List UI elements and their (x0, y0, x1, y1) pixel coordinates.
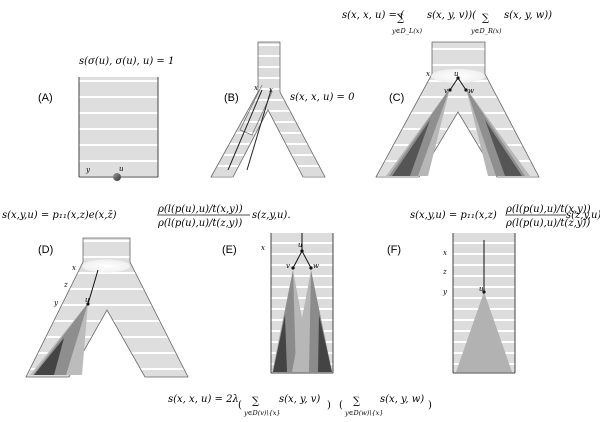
panel-e-cone-left-inner (273, 315, 287, 372)
bottom-sum2-symbol: ∑ (353, 396, 361, 407)
panel-b-x1-label: x (254, 84, 258, 92)
panel-b-formula: s(x, x, u) = 0 (290, 92, 355, 103)
panel-f-formula-lhs: s(x,y,u) = p₁₁(x,z) (410, 210, 497, 221)
panel-f-z-label: z (442, 268, 447, 276)
panel-d-cone-inner (34, 338, 64, 375)
panel-a-formula: s(σ(u), σ(u), u) = 1 (79, 56, 174, 67)
panel-c-node-u (456, 76, 460, 80)
panel-c-x-label: x (426, 70, 430, 78)
panel-f-node-u (482, 290, 486, 294)
panel-d-halo (82, 259, 130, 273)
panel-e-cone-right-inner (318, 315, 332, 372)
panel-f-x-label: x (443, 249, 447, 257)
bottom-paren-open-1: ( (238, 400, 242, 411)
panel-e-node-w (309, 266, 313, 270)
panel-c: (C) s(x, x, u) = ( ∑ y∈D_L(x) s(x, y, v)… (342, 10, 552, 178)
panel-c-edge-uw (457, 77, 467, 91)
panel-f: (F) u x z y (387, 233, 516, 374)
bottom-formula-lhs: s(x, x, u) = 2λ (168, 394, 239, 405)
panel-e-label: (E) (222, 244, 237, 256)
panel-b: (B) s(x, x, u) = 0 x x (210, 41, 355, 178)
bottom-paren-open-2: ( (339, 400, 343, 411)
panel-c-cone-left-inner (392, 120, 430, 176)
panel-c-cone-left-mid (389, 88, 450, 176)
panel-e-cone-right-mid (309, 270, 332, 372)
panel-f-frac-den: ρ(l(p(u),u)/t(z,y)) (505, 218, 590, 229)
bottom-paren-close-1: ) (327, 400, 331, 411)
panel-c-halo (431, 69, 485, 83)
panel-e-w-label: w (313, 262, 319, 270)
panel-f-frac-num: ρ(l(p(u),u)/t(x,y)) (505, 204, 591, 215)
panel-e-v-label: v (286, 262, 290, 270)
panel-d-label: (D) (38, 244, 53, 256)
panel-c-sum2-sub: y∈D_R(x) (470, 27, 502, 35)
panel-c-sum1-symbol: ∑ (397, 13, 405, 24)
panel-c-sum1-sub: y∈D_L(x) (391, 27, 422, 35)
panel-d-frac-num: ρ(l(p(u),u)/t(x,y)) (157, 204, 243, 215)
panel-d: (D) u x z y (25, 237, 189, 378)
bottom-sum2-body: s(x, y, w) (380, 394, 424, 405)
panel-c-sum1-body: s(x, y, v))( (427, 10, 477, 21)
panel-d-formula-lhs: s(x,y,u) = p₁₁(x,z)e(x,z̄) (2, 210, 117, 221)
panel-a-y-label: y (85, 166, 91, 174)
panel-b-lineage-2 (246, 89, 272, 171)
panel-c-formula-lhs: s(x, x, u) = ( (342, 10, 405, 21)
panel-a-label: (A) (38, 92, 53, 104)
panel-d-cone-outer (30, 303, 88, 375)
panel-b-x2-label: x (269, 86, 273, 94)
panel-d-y-label: y (53, 299, 59, 307)
panel-f-cone (456, 292, 512, 372)
panel-e-edge-uw (301, 250, 312, 269)
panel-d-node-u (86, 302, 90, 306)
panel-b-inner-branch (239, 84, 273, 136)
panel-c-edge-uv (449, 77, 459, 91)
panel-d-u-label: u (85, 296, 90, 304)
panel-d-lineage (87, 269, 99, 305)
panel-d-frac-den: ρ(l(p(u),u)/t(z,y)) (157, 218, 242, 229)
panel-c-v-label: v (444, 87, 448, 95)
bottom-sum1-body: s(x, y, v) (279, 394, 320, 405)
bottom-formula: s(x, x, u) = 2λ ( ∑ y∈D(v)\{x} s(x, y, v… (168, 394, 432, 417)
panel-c-node-w (464, 88, 468, 92)
panel-d-formula-rhs: s(z,y,u). (252, 210, 291, 221)
panel-c-label: (C) (389, 92, 404, 104)
panel-c-cone-right-mid (466, 88, 525, 176)
panel-a-tube (79, 77, 158, 177)
panel-e-x-label: x (261, 244, 265, 252)
panel-d-x-label: x (72, 264, 76, 272)
panel-c-u-label: u (454, 70, 459, 78)
panel-f-y-label: y (442, 288, 448, 296)
panel-c-node-v (448, 88, 452, 92)
panel-c-cone-right-outer (466, 88, 530, 176)
panel-c-w-label: w (468, 87, 474, 95)
panel-c-sum2-body: s(x, y, w)) (504, 10, 552, 21)
panel-b-label: (B) (224, 92, 239, 104)
panel-d-formula: s(x,y,u) = p₁₁(x,z)e(x,z̄) ρ(l(p(u),u)/t… (2, 204, 291, 229)
panel-a-u-label: u (119, 165, 124, 173)
bottom-paren-close-2: ) (428, 400, 432, 411)
bottom-sum2-sub: y∈D(w)\{x} (344, 409, 383, 417)
panel-a-ball (113, 173, 121, 181)
panel-e-node-v (291, 266, 295, 270)
panel-c-cone-left-outer (386, 88, 450, 176)
bottom-sum1-symbol: ∑ (252, 396, 260, 407)
panel-d-cone-mid (33, 303, 88, 375)
panel-d-z-label: z (63, 281, 68, 289)
panel-f-formula: s(x,y,u) = p₁₁(x,z) ρ(l(p(u),u)/t(x,y)) … (410, 204, 600, 229)
panel-b-lineage-1 (227, 89, 263, 171)
panel-f-formula-rhs: s(z,y,u) (566, 210, 600, 221)
panel-e: (E) u v w x (222, 233, 334, 374)
panel-c-cone-right-inner (485, 120, 522, 176)
panel-e-node-u (300, 249, 304, 253)
panel-e-edge-uv (292, 250, 303, 269)
panel-a: (A) s(σ(u), σ(u), u) = 1 y u (38, 56, 174, 181)
panel-e-u-label: u (298, 241, 303, 249)
panel-b-tree (210, 41, 326, 178)
panel-f-u-label: u (479, 285, 484, 293)
panel-f-label: (F) (387, 244, 401, 256)
panel-c-sum2-symbol: ∑ (482, 13, 490, 24)
bottom-sum1-sub: y∈D(v)\{x} (243, 409, 281, 417)
